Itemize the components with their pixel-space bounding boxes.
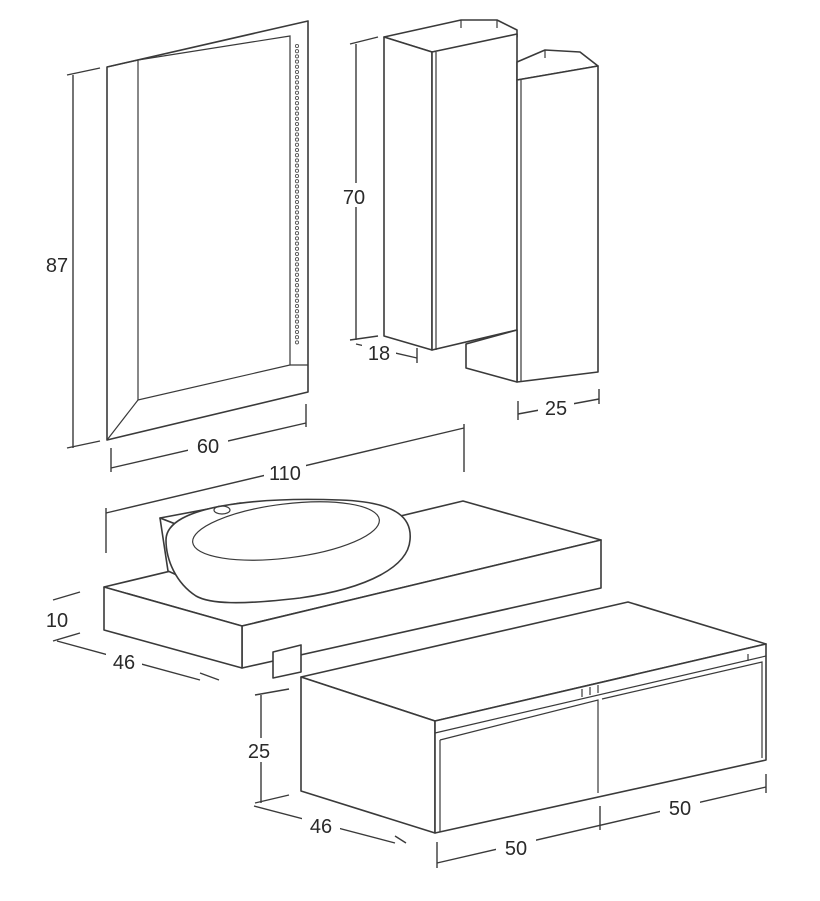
led-dot (294, 69, 300, 75)
led-dot (294, 329, 300, 335)
base-height-label: 25 (248, 741, 270, 763)
led-dot (294, 49, 300, 54)
wall-unit-width-dimension: 25 (517, 389, 600, 420)
led-dot (294, 95, 300, 101)
led-dot (294, 283, 300, 288)
led-dot (294, 194, 300, 199)
top-depth-dimension: 46 (56, 640, 220, 681)
wall-unit-depth-label: 18 (368, 343, 390, 365)
mirror-width-dimension: 60 (110, 404, 307, 472)
led-dot (294, 163, 300, 168)
led-dot (294, 288, 300, 293)
led-dot (294, 199, 300, 205)
led-dot (294, 215, 300, 220)
led-dot (294, 168, 300, 173)
led-dot (294, 324, 300, 329)
wall-unit-side (465, 49, 599, 383)
led-dot (294, 116, 300, 121)
countertop-with-basin (103, 498, 602, 679)
led-dot (294, 106, 300, 111)
led-dot (294, 251, 300, 257)
base-drawer-right-label: 50 (669, 798, 691, 820)
led-dot (294, 158, 300, 163)
base-drawer-left-label: 50 (505, 838, 527, 860)
led-dot (294, 173, 300, 179)
led-dot (294, 153, 300, 158)
led-dot (294, 205, 300, 210)
led-dot (294, 179, 300, 184)
led-dot (294, 121, 300, 127)
top-thickness-label: 10 (46, 610, 68, 632)
base-depth-dimension: 46 (253, 805, 407, 844)
mirror-height-dimension: 87 (46, 67, 101, 449)
top-depth-label: 46 (113, 652, 135, 674)
led-dot (294, 137, 300, 142)
led-dot (294, 64, 300, 69)
base-height-dimension: 25 (242, 688, 290, 804)
top-width-dimension: 110 (105, 424, 465, 553)
base-unit (300, 601, 767, 834)
led-dot (294, 267, 300, 272)
led-dot (294, 101, 300, 106)
led-dot (294, 225, 300, 231)
mirror-width-label: 60 (197, 436, 219, 458)
top-width-label: 110 (269, 463, 301, 485)
led-dot (294, 262, 300, 267)
wall-unit-depth-dimension: 18 (355, 341, 418, 365)
led-dot (294, 90, 300, 95)
led-dot (294, 54, 300, 59)
led-dot (294, 210, 300, 215)
led-dot (294, 231, 300, 236)
led-dot (294, 303, 300, 309)
led-dot (294, 75, 300, 80)
led-dot (294, 236, 300, 241)
led-dot (294, 335, 300, 340)
led-dot (294, 272, 300, 277)
led-dot (294, 246, 300, 251)
led-dot (294, 314, 300, 319)
led-dot (294, 257, 300, 262)
mirror-height-label: 87 (46, 255, 68, 277)
led-dot (294, 293, 300, 298)
led-dot (294, 147, 300, 153)
base-depth-label: 46 (310, 816, 332, 838)
led-dot (294, 85, 300, 90)
led-dot (294, 189, 300, 194)
led-dot (294, 111, 300, 116)
wall-unit-width-label: 25 (545, 398, 567, 420)
led-dot (294, 220, 300, 225)
led-dot (294, 184, 300, 189)
mirror-led-strip (294, 43, 300, 345)
led-dot (294, 241, 300, 246)
led-dot (294, 298, 300, 303)
wall-unit-height-dimension: 70 (338, 36, 379, 341)
led-dot (294, 277, 300, 283)
wall-unit-height-label: 70 (343, 187, 365, 209)
led-dot (294, 319, 300, 324)
top-thickness-dimension: 10 (46, 591, 81, 642)
led-dot (294, 59, 300, 64)
led-dot (294, 132, 300, 137)
led-dot (294, 127, 300, 132)
mirror (106, 20, 309, 441)
led-dot (294, 142, 300, 147)
led-dot (294, 340, 300, 345)
led-dot (294, 43, 300, 49)
base-drawer-width-dimension: 50 50 (436, 774, 767, 868)
led-dot (294, 309, 300, 314)
wall-unit-tall (383, 19, 518, 351)
led-dot (294, 80, 300, 85)
